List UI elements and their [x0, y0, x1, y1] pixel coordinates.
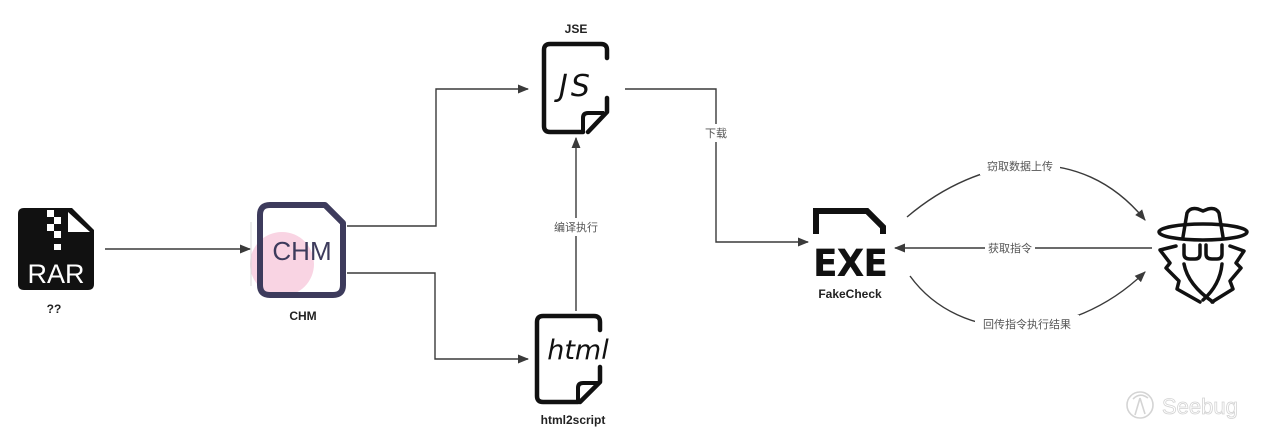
edge-labels: 编译执行 下载 窃取数据上传 获取指令 回传指令执行结果 — [548, 124, 1079, 333]
node-html2script[interactable]: html html2script — [534, 313, 609, 427]
seebug-logo-icon — [1126, 391, 1154, 419]
html-icon-text: html — [547, 335, 609, 366]
edge-label-return-result: 回传指令执行结果 — [983, 317, 1071, 331]
node-attacker[interactable] — [1157, 206, 1249, 304]
edge-label-steal-upload: 窃取数据上传 — [987, 159, 1053, 173]
edge-label-download: 下载 — [705, 127, 727, 140]
spy-hacker-icon — [1157, 206, 1249, 304]
js-icon-text: JS — [554, 69, 593, 104]
node-label-rar: ?? — [47, 302, 62, 316]
node-label-jse: JSE — [565, 22, 588, 36]
edge-chm-to-jse — [347, 84, 530, 227]
js-file-icon: JS — [541, 41, 610, 135]
rar-icon-text: RAR — [27, 259, 84, 289]
html-file-icon: html — [534, 313, 609, 405]
node-fakecheck-exe[interactable]: EXE FakeCheck — [813, 208, 888, 301]
rar-archive-icon: RAR — [18, 208, 94, 290]
exe-icon-text: EXE — [813, 241, 887, 285]
node-label-chm: CHM — [289, 309, 316, 323]
edge-jse-to-exe — [625, 88, 810, 247]
node-rar[interactable]: RAR ?? — [18, 208, 94, 316]
edge-chm-to-html — [347, 272, 530, 364]
exe-file-icon: EXE — [813, 208, 888, 285]
edge-label-get-command: 获取指令 — [988, 241, 1032, 255]
watermark-text: Seebug — [1162, 394, 1238, 419]
chm-file-icon: CHM — [250, 202, 346, 298]
seebug-watermark: Seebug — [1126, 391, 1238, 419]
chm-icon-text: CHM — [272, 236, 331, 266]
node-label-fakecheck: FakeCheck — [818, 287, 882, 301]
node-jse[interactable]: JSE JS — [541, 22, 610, 135]
edge-label-compile-execute: 编译执行 — [554, 220, 598, 234]
node-label-html2script: html2script — [541, 413, 606, 427]
node-chm[interactable]: CHM CHM — [250, 202, 346, 323]
